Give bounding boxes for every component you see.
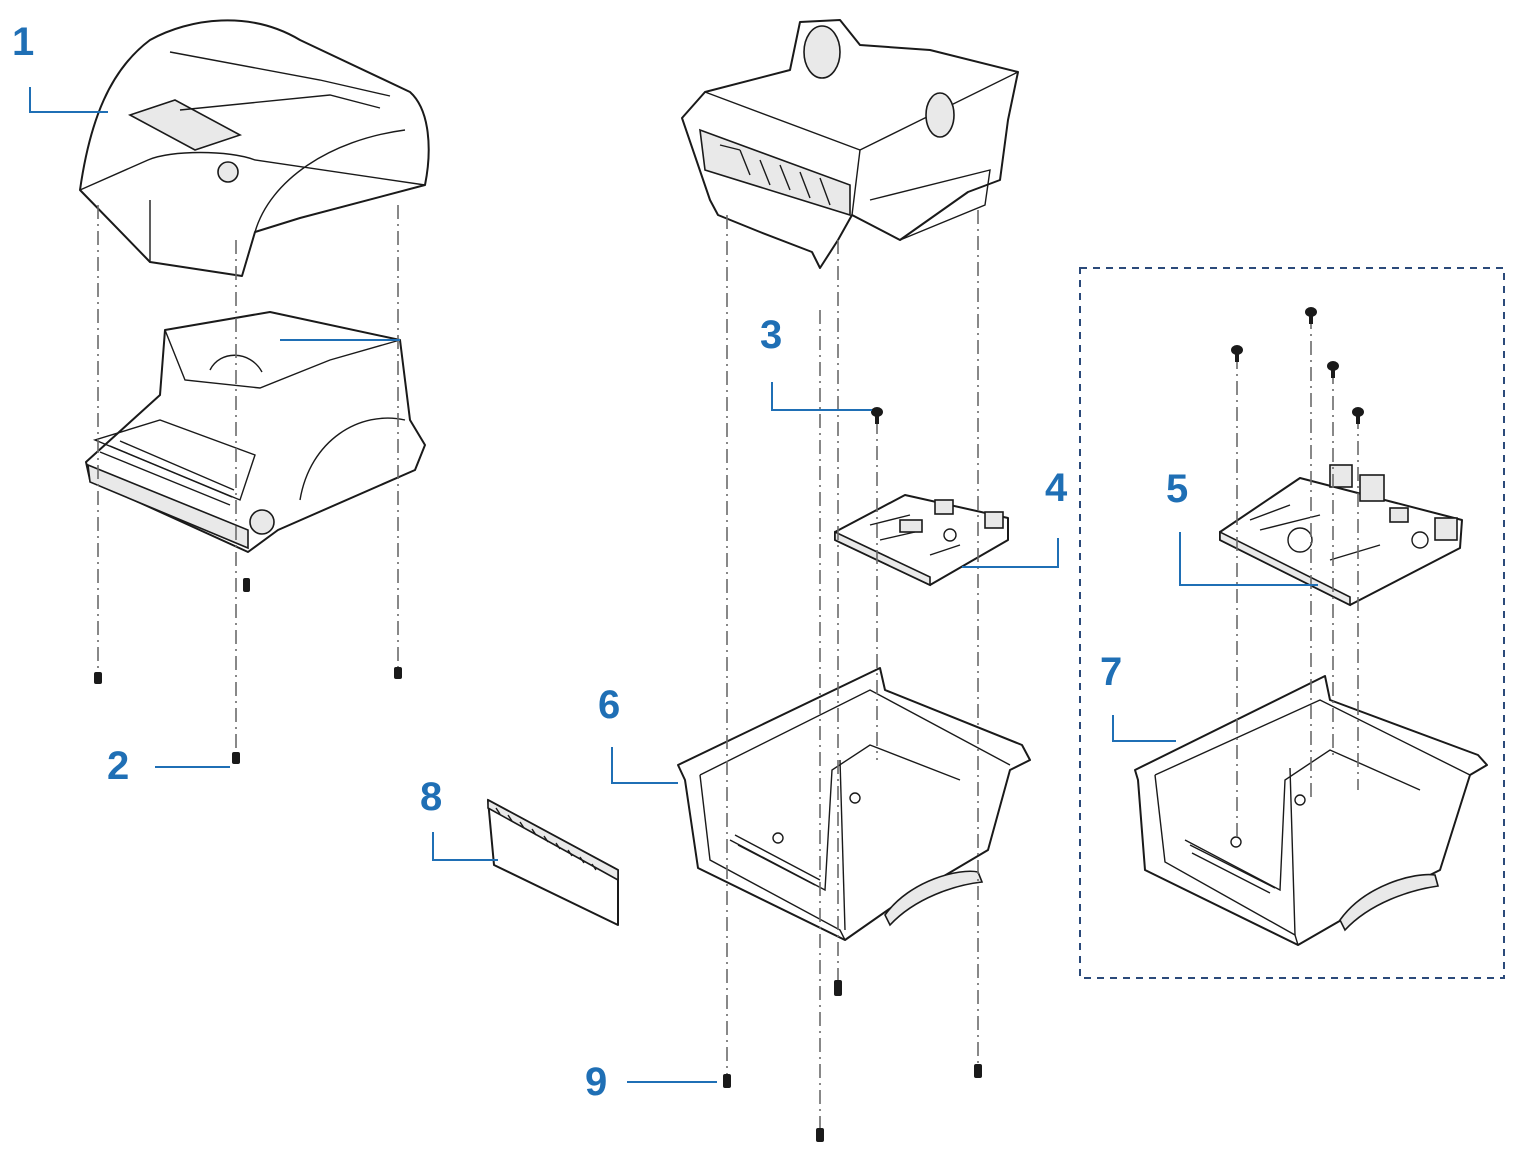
callout-9: 9	[585, 1060, 608, 1104]
callout-leaders	[29, 87, 1318, 1083]
screw-icon	[816, 1128, 824, 1142]
callout-8: 8	[420, 775, 443, 819]
screw-icon	[834, 980, 842, 996]
printer-mechanism	[681, 19, 1019, 269]
screw-icon	[394, 667, 402, 679]
assembly-lines	[97, 205, 1359, 1130]
callout-7: 7	[1100, 650, 1123, 694]
screw-icon	[1305, 307, 1317, 324]
top-cover	[79, 19, 430, 277]
screw-icon	[974, 1064, 982, 1078]
paper-guide-strip	[487, 798, 619, 926]
screws	[94, 307, 1364, 1142]
screw-icon	[243, 578, 250, 592]
alternate-bottom-case	[1134, 675, 1488, 946]
callout-6: 6	[598, 683, 621, 727]
callout-2: 2	[107, 744, 130, 788]
screw-icon	[871, 407, 883, 424]
screw-icon	[1352, 407, 1364, 424]
main-pcb	[834, 494, 1009, 587]
callout-3: 3	[760, 313, 783, 357]
alternate-pcb	[1219, 464, 1463, 607]
screw-icon	[1327, 361, 1339, 378]
screw-icon	[232, 752, 240, 764]
bottom-case	[677, 667, 1031, 941]
callout-4: 4	[1045, 466, 1068, 510]
callout-5: 5	[1166, 467, 1189, 511]
screw-icon	[1231, 345, 1243, 362]
chassis-frame	[85, 311, 426, 553]
screw-icon	[723, 1074, 731, 1088]
callout-1: 1	[12, 20, 35, 64]
optional-assembly-group-box	[1079, 267, 1505, 979]
screw-icon	[94, 672, 102, 684]
